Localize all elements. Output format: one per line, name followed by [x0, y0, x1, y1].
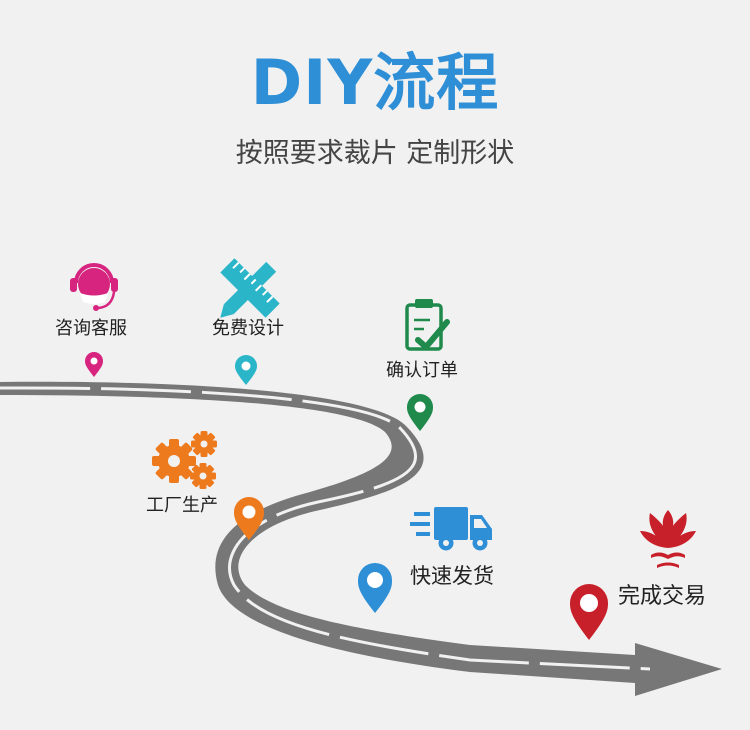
pin-marker — [570, 584, 608, 640]
road-center-line — [0, 386, 651, 671]
pin-marker — [358, 563, 392, 613]
headset-agent-icon — [70, 263, 118, 311]
lotus-flower-icon — [640, 510, 696, 568]
delivery-truck-icon — [410, 507, 492, 551]
step-label-confirm-order: 确认订单 — [386, 360, 458, 381]
step-label-production: 工厂生产 — [146, 495, 218, 516]
page-subtitle: 按照要求裁片 定制形状 — [235, 138, 515, 169]
clipboard-check-icon — [405, 299, 450, 351]
ruler-pencil-icon — [220, 258, 280, 318]
pin-marker — [85, 352, 103, 377]
pin-marker — [235, 355, 257, 385]
gears-icon — [152, 431, 217, 489]
pin-marker — [407, 394, 433, 431]
pin-marker — [234, 497, 264, 540]
step-label-shipping: 快速发货 — [410, 564, 494, 588]
winding-road — [0, 381, 722, 696]
step-label-design: 免费设计 — [212, 318, 284, 339]
page-title: DIY流程 — [250, 46, 500, 119]
step-label-consult: 咨询客服 — [55, 318, 127, 339]
road-body — [0, 381, 722, 696]
step-label-complete: 完成交易 — [618, 584, 707, 609]
